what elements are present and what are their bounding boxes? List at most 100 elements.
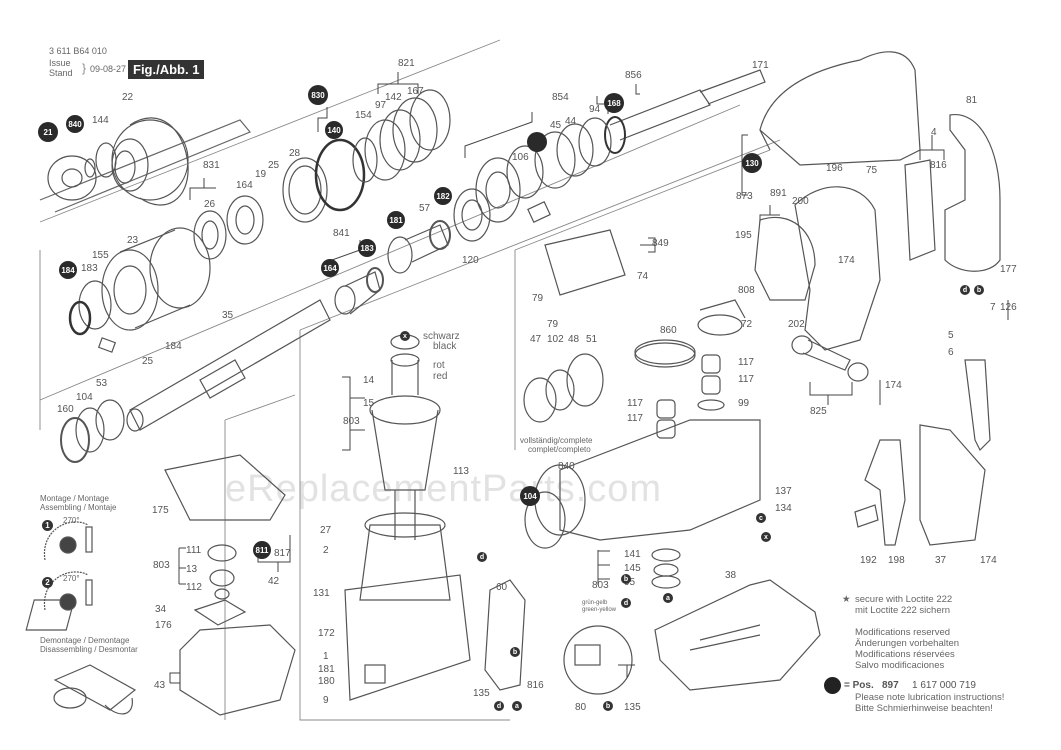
- part-2-stator: [359, 512, 451, 601]
- part-856-tube: [604, 69, 766, 154]
- lubrication-marker-181: 181: [387, 211, 405, 229]
- part-81-handle: [944, 114, 1001, 272]
- callout-117: 117: [738, 357, 754, 368]
- callout-135: 135: [624, 702, 641, 713]
- callout-840: 840: [558, 461, 575, 472]
- lubrication-marker-dot: [527, 132, 547, 152]
- part-120-plate: [453, 188, 491, 242]
- callout-164: 164: [236, 180, 253, 191]
- lower-tube-frame: [39, 139, 781, 430]
- callout-22: 22: [122, 92, 134, 103]
- callout-803: 803: [592, 580, 609, 591]
- callout-35: 35: [222, 310, 234, 321]
- connector-marker-d: d: [494, 701, 504, 711]
- stand-label: Stand: [49, 68, 73, 78]
- callout-196: 196: [826, 163, 843, 174]
- part-891-motor-cap: [754, 216, 816, 301]
- connector-marker-c: c: [756, 513, 766, 523]
- part-28-ring: [282, 157, 328, 223]
- callout-111: 111: [186, 545, 202, 556]
- lube-note-de: Bitte Schmierhinweise beachten!: [855, 703, 993, 714]
- callout-26: 26: [204, 199, 216, 210]
- callout-27: 27: [320, 525, 332, 536]
- pos-number: 897: [882, 680, 899, 691]
- gearbox-frame: [514, 149, 771, 450]
- part-23-housing: [101, 227, 211, 331]
- part-860-gear: [634, 339, 696, 368]
- lubrication-marker-840: 840: [66, 115, 84, 133]
- part-72-cam: [697, 299, 746, 336]
- callout-144: 144: [92, 115, 109, 126]
- part-164-lock: [226, 195, 264, 245]
- callout-849: 849: [652, 238, 669, 249]
- pos-part-number: 1 617 000 719: [912, 680, 976, 691]
- part-112-bearing: [214, 588, 230, 600]
- callout-175: 175: [152, 505, 169, 516]
- pos-label: = Pos.: [844, 680, 874, 691]
- callout-79: 79: [547, 319, 559, 330]
- callout-75: 75: [866, 165, 878, 176]
- part-13-bearing: [209, 569, 235, 587]
- figure-label: Fig./Abb. 1: [128, 60, 205, 79]
- callout-131: 131: [313, 588, 330, 599]
- part-184-ring: [68, 300, 92, 336]
- callout-104: 104: [76, 392, 93, 403]
- assembly-step-2: 2: [42, 577, 53, 588]
- callout-6: 6: [948, 347, 954, 358]
- demontage-title-1: Demontage / Demontage: [40, 636, 130, 645]
- callout-113: 113: [453, 466, 469, 477]
- callout-51: 51: [586, 334, 598, 345]
- callout-15: 15: [363, 398, 375, 409]
- lubrication-marker-184: 184: [59, 261, 77, 279]
- wire-red-en: red: [433, 371, 448, 382]
- callout-126: 126: [1000, 302, 1017, 313]
- part-854-spring-set: [534, 117, 612, 189]
- connector-marker-d: d: [960, 285, 970, 295]
- callout-1: 1: [323, 651, 329, 662]
- part-154-clip: [352, 137, 378, 183]
- callout-25: 25: [268, 160, 280, 171]
- callout-7: 7: [990, 302, 996, 313]
- wire-red-de: rot: [433, 360, 445, 371]
- callout-160: 160: [57, 404, 74, 415]
- callout-202: 202: [788, 319, 805, 330]
- callout-99: 99: [738, 398, 750, 409]
- front-group-frame: [39, 119, 251, 213]
- part-clip: [97, 337, 117, 353]
- callout-53: 53: [96, 378, 108, 389]
- part-26-sleeve: [193, 210, 227, 260]
- star-icon: ★: [842, 594, 851, 605]
- mods-fr: Modifications réservées: [855, 649, 955, 660]
- demontage-title-2: Disassembling / Desmontar: [40, 645, 138, 654]
- callout-57: 57: [419, 203, 431, 214]
- callout-821: 821: [398, 58, 415, 69]
- connector-marker-x: x: [761, 532, 771, 542]
- callout-34: 34: [155, 604, 167, 615]
- lubrication-marker-164: 164: [321, 259, 339, 277]
- callout-37: 37: [935, 555, 947, 566]
- part-34-plate: [193, 599, 247, 626]
- connector-marker-b: b: [974, 285, 984, 295]
- callout-9: 9: [323, 695, 329, 706]
- callout-120: 120: [462, 255, 479, 266]
- tube-group-frame: [39, 39, 741, 401]
- part-821-springs: [364, 89, 451, 181]
- loctite-note-en: secure with Loctite 222: [855, 594, 953, 605]
- brace: }: [82, 61, 87, 75]
- lubrication-marker-130: 130: [742, 153, 762, 173]
- lubrication-marker-830: 830: [308, 85, 328, 105]
- callout-816: 816: [527, 680, 544, 691]
- callout-47: 47: [530, 334, 542, 345]
- part-53-ring: [95, 399, 125, 441]
- callout-181: 181: [318, 664, 335, 675]
- watermark: eReplacementParts.com: [225, 468, 663, 510]
- part-80-detail-circle: [563, 625, 633, 695]
- callout-860: 860: [660, 325, 677, 336]
- callout-44: 44: [565, 116, 577, 127]
- part-840-gear-housing: [524, 419, 761, 549]
- callout-4: 4: [931, 127, 937, 138]
- callout-74: 74: [637, 271, 649, 282]
- callout-134: 134: [775, 503, 792, 514]
- part-47-ring-set: [523, 353, 604, 423]
